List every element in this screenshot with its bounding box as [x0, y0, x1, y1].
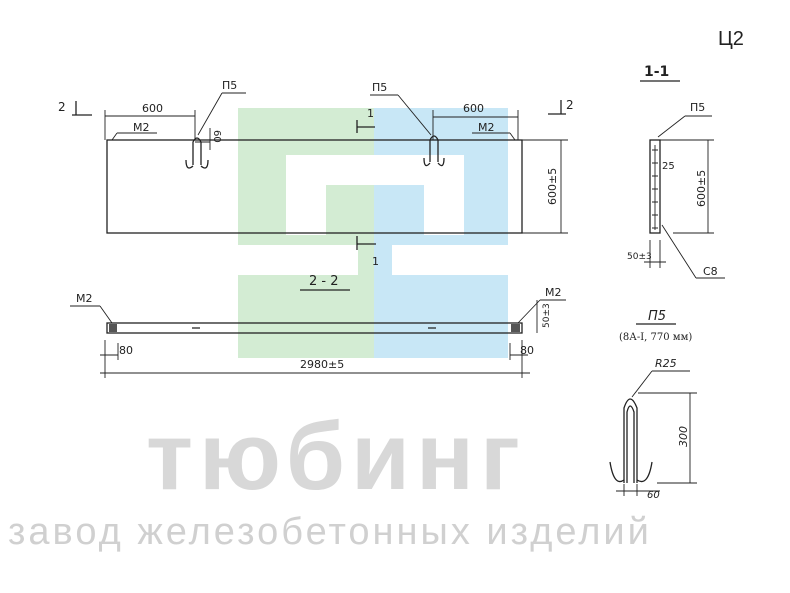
- section-thickness-dim: 50±3: [542, 303, 552, 328]
- watermark-tagline: завод железобетонных изделий: [8, 511, 652, 553]
- plan-height-dim: 600±5: [546, 168, 559, 205]
- loop-height: 300: [677, 426, 690, 447]
- loop-label-right: П5: [372, 81, 387, 94]
- plan-view: 2 2 600 600 60 П5 П5 М2 М2 1: [58, 79, 574, 268]
- loop-detail: П5 (8А-I, 770 мм) R25 300 60: [609, 309, 697, 501]
- plate-label-right: М2: [478, 121, 495, 134]
- loop-detail-title: П5: [648, 309, 666, 324]
- section-plate-label-left: М2: [76, 292, 93, 305]
- section-mark-right: 2: [566, 98, 574, 112]
- watermark-brand: тюбинг: [146, 403, 526, 510]
- section-1-1: 1-1 П5 25 600±5 50±3 С8: [627, 64, 725, 279]
- section-plate-label-right: М2: [545, 286, 562, 299]
- loop-detail-spec: (8А-I, 770 мм): [619, 332, 692, 343]
- lifting-loop-left: [185, 137, 209, 169]
- loop-width: 60: [647, 490, 660, 501]
- loop-radius: R25: [655, 357, 677, 370]
- sheet-code: Ц2: [718, 28, 744, 50]
- dim-600-right: 600: [463, 102, 484, 115]
- section-1-1-dim-25: 25: [662, 161, 675, 172]
- dim-600-left: 600: [142, 102, 163, 115]
- section-2-2: 2 - 2 М2 М2 50±3 80 80 2980±5: [70, 274, 566, 378]
- cut-mark-top: 1: [367, 107, 374, 120]
- section-2-2-title: 2 - 2: [309, 274, 339, 289]
- section-mark-left: 2: [58, 100, 66, 114]
- dim-80-left: 80: [119, 344, 133, 357]
- section-1-1-loop-label: П5: [690, 101, 705, 114]
- dim-60: 60: [211, 130, 222, 143]
- plate-label-left: М2: [133, 121, 150, 134]
- section-length-dim: 2980±5: [300, 358, 344, 371]
- loop-label-left: П5: [222, 79, 237, 92]
- section-1-1-bar-label: С8: [703, 265, 718, 278]
- dim-80-right: 80: [520, 344, 534, 357]
- section-1-1-title: 1-1: [644, 64, 669, 80]
- section-1-1-thickness-dim: 50±3: [627, 252, 652, 262]
- cut-mark-bottom: 1: [372, 255, 379, 268]
- lifting-loop-right: [423, 135, 445, 167]
- section-1-1-height-dim: 600±5: [695, 170, 708, 207]
